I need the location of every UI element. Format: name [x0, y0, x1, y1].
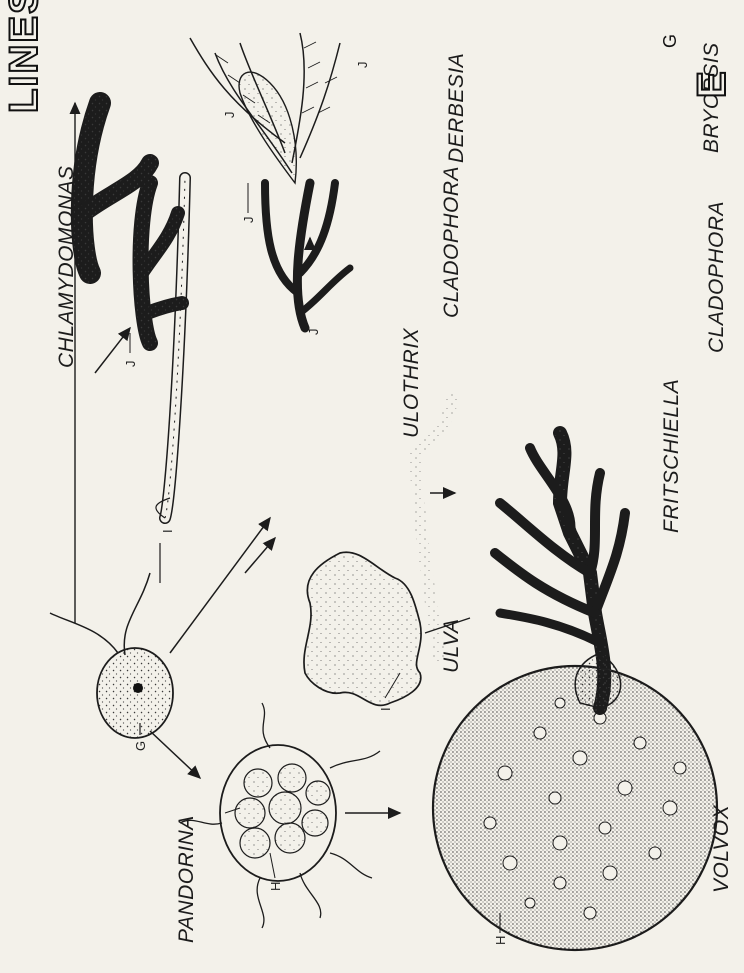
label-volvox: VOLVOX [710, 805, 734, 893]
label-cladophora-bottom: CLADOPHORA [705, 201, 729, 353]
tag-h-pandorina: H [268, 882, 283, 891]
label-fritschiella: FRITSCHIELLA [660, 379, 684, 533]
tag-j-bryopsis-top: J [355, 62, 370, 69]
tag-j-derbesia: J [222, 112, 237, 119]
tag-i-fritschiella: I [598, 667, 613, 671]
chlamydomonas-cell [50, 573, 173, 738]
label-cladophora-top: CLADOPHORA [440, 166, 464, 318]
label-ulothrix: ULOTHRIX [400, 328, 424, 438]
label-pandorina: PANDORINA [175, 815, 199, 943]
tag-g: G [133, 741, 148, 751]
arrow-to-ulva [245, 538, 275, 573]
label-ulva: ULVA [440, 618, 464, 673]
tag-j-bryopsis-bottom: J [241, 217, 256, 224]
volvox-colony [433, 666, 717, 950]
heading-partial-e: E [690, 71, 735, 98]
tag-h-volvox: H [493, 936, 508, 945]
pandorina-colony [180, 703, 380, 928]
tag-j-cladophora-top: J [123, 361, 138, 368]
pandorina-h-pointer [270, 853, 275, 878]
arrow-to-pandorina [150, 731, 200, 778]
label-derbesia: DERBESIA [445, 53, 469, 163]
bryopsis-plant [190, 33, 340, 183]
arrow-to-ulothrix [170, 518, 270, 653]
tag-j-cladophora-bottom: J [306, 329, 321, 336]
tag-i-ulothrix: I [160, 529, 175, 533]
heading-lines: LINES [2, 0, 47, 113]
heading-partial-g: G [660, 34, 681, 48]
cladophora-branch-bottom [265, 183, 350, 328]
tag-i-ulva: I [378, 707, 393, 711]
label-chlamydomonas: CHLAMYDOMONAS [55, 165, 79, 368]
